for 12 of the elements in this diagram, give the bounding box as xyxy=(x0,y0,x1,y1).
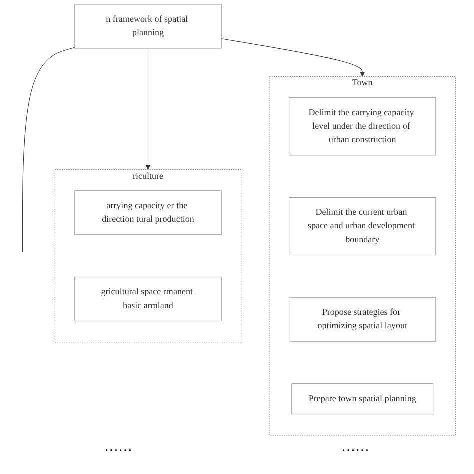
node-box: Delimit the carrying capacity level under the direction of urban construction xyxy=(288,98,436,156)
node-box: Prepare town spatial planning xyxy=(292,384,434,415)
arrow xyxy=(221,38,365,77)
node-box: n framework of spatial planning xyxy=(74,4,222,49)
connector xyxy=(22,47,76,252)
node-box: gricultural space rmanent basic armland xyxy=(74,276,222,322)
ellipsis-note: …… xyxy=(104,440,132,456)
node-box: arrying capacity er the direction tural production xyxy=(74,190,222,236)
arrow xyxy=(146,48,151,170)
node-box: Delimit the current urban space and urban development boundary xyxy=(288,197,436,256)
ellipsis-note: …… xyxy=(342,440,370,456)
node-box: Propose strategies for optimizing spatial layout xyxy=(288,297,436,342)
